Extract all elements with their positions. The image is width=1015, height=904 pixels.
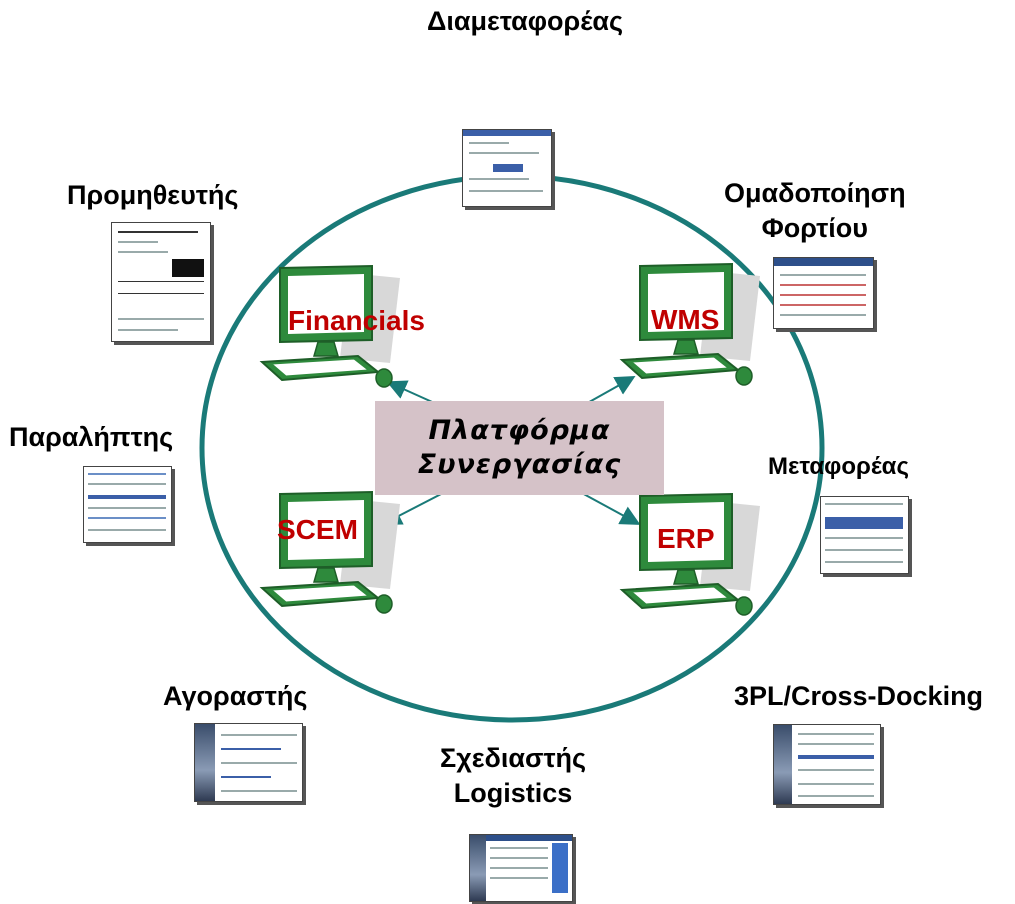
system-label-financials: Financials	[288, 305, 425, 336]
label-consolidation: Ομαδοποίηση Φορτίου	[724, 176, 906, 246]
platform-title-line1: Πλατφόρμα	[428, 415, 611, 447]
label-planner-line1: Σχεδιαστής	[440, 743, 587, 773]
system-label-erp: ERP	[657, 523, 715, 554]
label-forwarder: Διαμεταφορέας	[427, 6, 624, 36]
document-thumbnail-carrier	[820, 496, 909, 574]
document-thumbnail-planner	[469, 834, 573, 902]
label-carrier: Μεταφορέας	[768, 453, 909, 480]
document-thumbnail-supplier	[111, 222, 211, 342]
document-thumbnail-buyer	[194, 723, 303, 802]
label-planner: Σχεδιαστής Logistics	[440, 741, 586, 811]
label-3pl: 3PL/Cross-Docking	[734, 681, 984, 711]
label-consolidation-line1: Ομαδοποίηση	[724, 178, 906, 208]
computer-icon-scem	[261, 491, 401, 614]
system-label-wms: WMS	[651, 304, 720, 335]
document-thumbnail-consignee	[83, 466, 172, 543]
system-label-scem: SCEM	[277, 514, 358, 545]
arrow-erp	[579, 491, 641, 525]
document-thumbnail-consolidation	[773, 257, 874, 329]
document-thumbnail-forwarder	[462, 129, 552, 207]
label-buyer: Αγοραστής	[163, 681, 308, 711]
label-planner-line2: Logistics	[453, 778, 573, 809]
collaboration-platform-box: Πλατφόρμα Συνεργασίας	[375, 401, 664, 495]
document-thumbnail-3pl	[773, 724, 881, 805]
label-consignee: Παραλήπτης	[9, 422, 174, 452]
label-supplier: Προμηθευτής	[67, 180, 239, 210]
label-consolidation-line2: Φορτίου	[761, 213, 868, 244]
platform-title-line2: Συνεργασίας	[417, 449, 622, 480]
